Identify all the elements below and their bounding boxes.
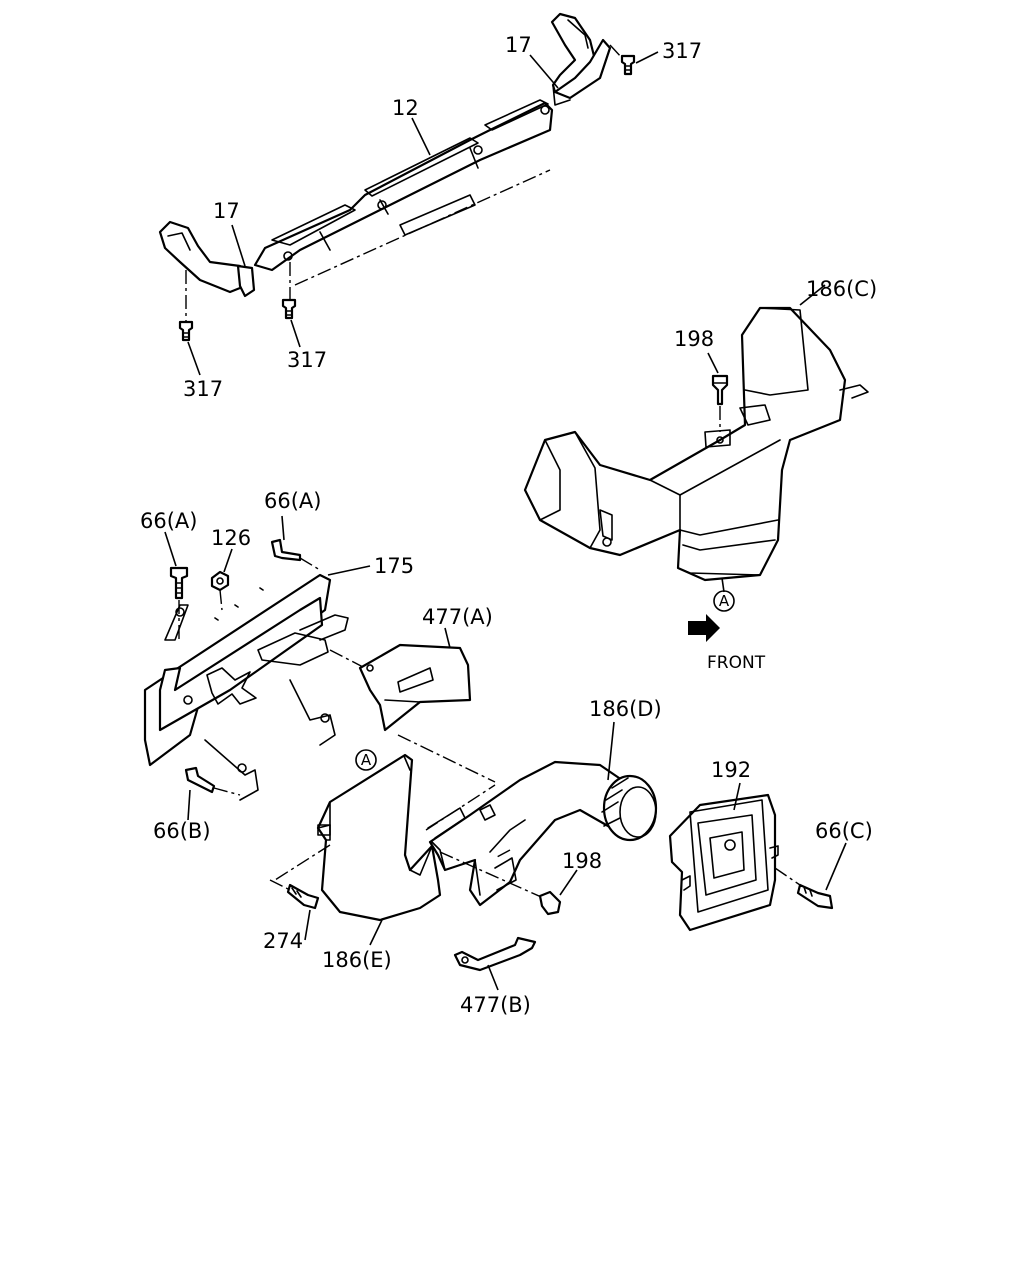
callout-477b: 477(B): [460, 993, 531, 1017]
front-arrow-icon: [688, 614, 720, 642]
duct-186c: [523, 306, 869, 582]
callout-317-left: 317: [183, 377, 223, 401]
callout-66a-left: 66(A): [140, 509, 197, 533]
callout-126: 126: [211, 526, 251, 550]
callout-186c: 186(C): [806, 277, 877, 301]
bracket-477b: [453, 936, 537, 972]
callout-274: 274: [263, 929, 303, 953]
side-duct-17-left: [158, 220, 256, 298]
callout-198-bot: 198: [562, 849, 602, 873]
callout-186d: 186(D): [589, 697, 662, 721]
duct-186e: [316, 753, 442, 922]
nut-126: [210, 570, 230, 592]
vent-192: [668, 793, 779, 932]
bolt-66b: [184, 766, 216, 794]
main-duct-12: [253, 99, 554, 272]
clip-198-upper: [711, 374, 729, 406]
callout-66c: 66(C): [815, 819, 873, 843]
side-duct-17-right: [550, 12, 612, 106]
callout-317-top: 317: [662, 39, 702, 63]
screw-317-left: [178, 320, 194, 342]
screw-317-mid: [281, 298, 297, 320]
bolt-66a-left: [169, 566, 189, 600]
callout-198-top: 198: [674, 327, 714, 351]
marker-a-upper: A: [713, 590, 735, 612]
callout-12: 12: [392, 96, 419, 120]
screw-317-top: [620, 54, 636, 76]
callout-17-left: 17: [213, 199, 240, 223]
duct-186d: [427, 760, 658, 907]
bolt-66a-mid: [270, 538, 302, 562]
bracket-175: [143, 573, 349, 801]
callout-175: 175: [374, 554, 414, 578]
callout-477a: 477(A): [422, 605, 493, 629]
callout-192: 192: [711, 758, 751, 782]
bracket-477a: [358, 643, 472, 732]
callout-186e: 186(E): [322, 948, 392, 972]
bolt-66c: [796, 883, 834, 910]
screw-274: [286, 883, 320, 910]
marker-a-lower: A: [355, 749, 377, 771]
marker-a-upper-label: A: [719, 592, 730, 610]
marker-a-lower-label: A: [361, 751, 372, 769]
callout-66b: 66(B): [153, 819, 211, 843]
callout-66a-mid: 66(A): [264, 489, 321, 513]
callout-317-mid: 317: [287, 348, 327, 372]
callout-17-top: 17: [505, 33, 532, 57]
clip-198-lower: [538, 890, 562, 916]
front-label: FRONT: [707, 653, 766, 673]
